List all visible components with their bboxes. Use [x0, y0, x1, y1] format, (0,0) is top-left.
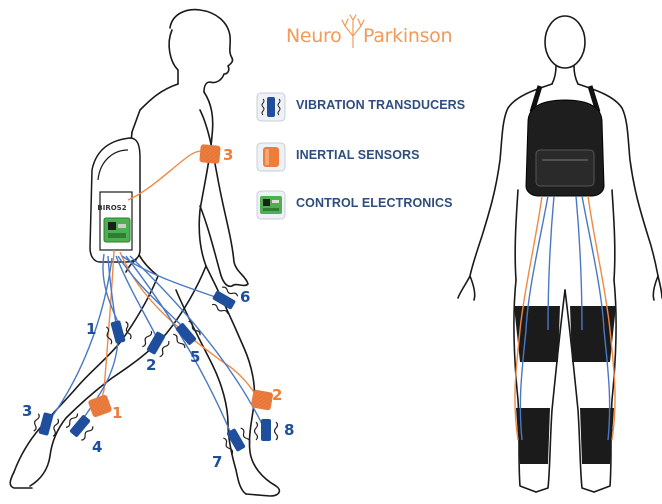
standing-figure-outline	[458, 16, 662, 492]
inertial-sensor-3	[199, 144, 220, 164]
transducer-label-6: 6	[240, 290, 250, 305]
control-electronics-icon	[256, 190, 286, 220]
inertial-sensor-1	[88, 394, 113, 418]
transducer-label-7: 7	[212, 455, 222, 470]
backpack-left: BIROS2	[90, 138, 140, 262]
legend-item-electronics: CONTROL ELECTRONICS	[256, 190, 496, 220]
legend-item-inertial: INERTIAL SENSORS	[256, 142, 496, 172]
transducer-label-5: 5	[190, 350, 200, 365]
leg-sleeves	[514, 306, 616, 464]
sensor-label-2: 2	[272, 388, 282, 403]
transducer-label-4: 4	[92, 440, 102, 455]
legend-label-vibration: VIBRATION TRANSDUCERS	[296, 98, 465, 112]
vibration-transducer-7	[221, 425, 252, 456]
sensor-label-1: 1	[112, 406, 122, 421]
control-electronics-board	[104, 218, 130, 242]
vibration-transducer-8	[255, 419, 278, 441]
sensor-label-3: 3	[223, 148, 233, 163]
legend-item-vibration: VIBRATION TRANSDUCERS	[256, 92, 496, 122]
transducer-label-8: 8	[284, 423, 294, 438]
legend-label-inertial: INERTIAL SENSORS	[296, 148, 420, 162]
transducer-label-2: 2	[146, 358, 156, 373]
logo-text-parkinson: Parkinson	[363, 25, 452, 47]
inertial-sensor-icon	[256, 142, 286, 172]
inertial-sensor-2	[251, 389, 274, 410]
transducer-label-1: 1	[86, 322, 96, 337]
backpack-right	[526, 86, 604, 196]
neuroparkinson-logo: Neuro Parkinson	[286, 22, 446, 52]
backpack-label: BIROS2	[97, 204, 126, 212]
vibration-transducer-6	[209, 285, 240, 316]
logo-text-neuro: Neuro	[286, 25, 341, 47]
transducer-label-3: 3	[22, 404, 32, 419]
legend-label-electronics: CONTROL ELECTRONICS	[296, 196, 453, 210]
vibration-transducer-icon	[256, 92, 286, 122]
